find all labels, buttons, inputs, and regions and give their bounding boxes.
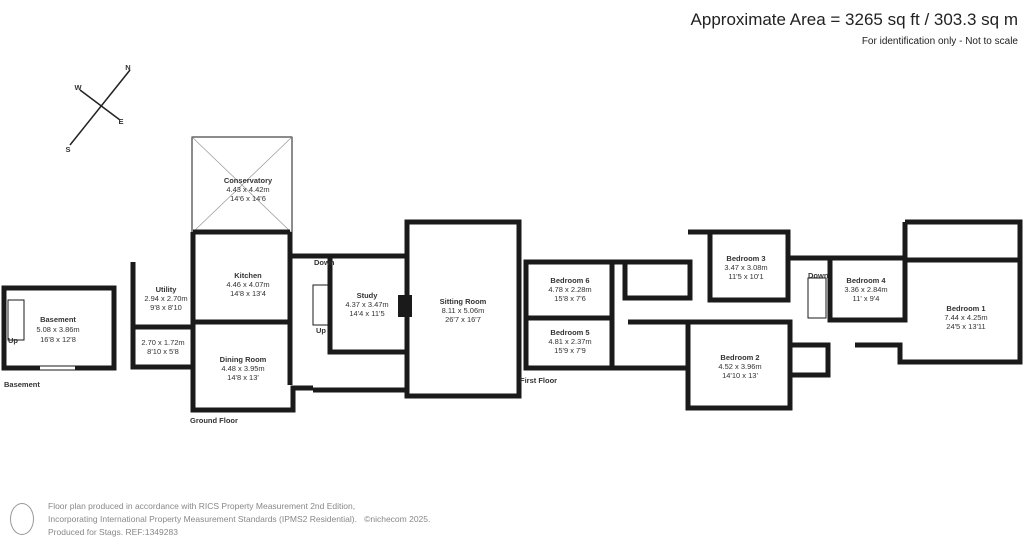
room-label-text: Conservatory xyxy=(224,176,273,185)
room-label-text: 14'10 x 13' xyxy=(722,371,758,380)
room-label-text: 7.44 x 4.25m xyxy=(944,313,987,322)
room-label-text: 4.52 x 3.96m xyxy=(718,362,761,371)
floor-label-basement: Basement xyxy=(4,380,40,389)
room-label-text: Bedroom 6 xyxy=(550,276,589,285)
room-sitting: Sitting Room 8.11 x 5.06m 26'7 x 16'7 xyxy=(440,297,487,324)
room-label-text: 3.36 x 2.84m xyxy=(844,285,887,294)
room-store: 2.70 x 1.72m 8'10 x 5'8 xyxy=(141,338,184,356)
room-label-text: 14'8 x 13' xyxy=(227,373,259,382)
identification-note: For identification only - Not to scale xyxy=(861,36,1018,47)
room-label-text: 16'8 x 12'8 xyxy=(40,335,76,344)
room-bedroom-6: Bedroom 6 4.78 x 2.28m 15'8 x 7'6 xyxy=(548,276,591,303)
room-label-text: 4.48 x 3.95m xyxy=(221,364,264,373)
room-bedroom-1: Bedroom 1 7.44 x 4.25m 24'5 x 13'11 xyxy=(944,304,987,331)
room-label-text: Bedroom 2 xyxy=(720,353,759,362)
room-label-text: Bedroom 4 xyxy=(846,276,886,285)
room-label-text: 11' x 9'4 xyxy=(853,294,880,303)
basement-stairs-up: Up xyxy=(8,336,18,345)
room-label-text: Basement xyxy=(40,315,76,324)
room-basement: Basement 5.08 x 3.86m 16'8 x 12'8 xyxy=(36,315,79,344)
room-label-text: 8'10 x 5'8 xyxy=(147,347,179,356)
room-label-text: 2.94 x 2.70m xyxy=(144,294,187,303)
room-label-text: 3.47 x 3.08m xyxy=(724,263,767,272)
room-bedroom-4: Bedroom 4 3.36 x 2.84m 11' x 9'4 xyxy=(844,276,887,303)
footer-line-2: Incorporating International Property Mea… xyxy=(48,514,431,524)
room-label-text: 14'8 x 13'4 xyxy=(230,289,266,298)
room-label-text: 14'6 x 14'6 xyxy=(230,194,266,203)
room-label-text: 26'7 x 16'7 xyxy=(445,315,481,324)
room-label-text: Dining Room xyxy=(220,355,267,364)
room-kitchen: Kitchen 4.46 x 4.07m 14'8 x 13'4 xyxy=(226,271,269,298)
compass-s: S xyxy=(65,145,70,154)
ground-stairs-down: Down xyxy=(314,258,335,267)
room-bedroom-2: Bedroom 2 4.52 x 3.96m 14'10 x 13' xyxy=(718,353,761,380)
room-label-text: 9'8 x 8'10 xyxy=(150,303,182,312)
room-bedroom-5: Bedroom 5 4.81 x 2.37m 15'9 x 7'9 xyxy=(548,328,591,355)
person-icon xyxy=(10,503,34,535)
room-label-text: 15'9 x 7'9 xyxy=(554,346,586,355)
basement-plan: Up xyxy=(1,285,117,371)
compass-icon: N E S W xyxy=(65,63,130,154)
room-label-text: 2.70 x 1.72m xyxy=(141,338,184,347)
compass-w: W xyxy=(74,83,82,92)
brand-logo: ©nichecom 2025. xyxy=(364,514,431,524)
room-label-text: Sitting Room xyxy=(440,297,487,306)
room-label-text: Bedroom 5 xyxy=(550,328,589,337)
room-label-text: Utility xyxy=(156,285,178,294)
approximate-area: Approximate Area = 3265 sq ft / 303.3 sq… xyxy=(690,10,1018,29)
room-label-text: Study xyxy=(357,291,379,300)
room-label-text: 15'8 x 7'6 xyxy=(554,294,586,303)
room-label-text: 5.08 x 3.86m xyxy=(36,325,79,334)
ground-stairs-up: Up xyxy=(316,326,326,335)
room-bedroom-3: Bedroom 3 3.47 x 3.08m 11'5 x 10'1 xyxy=(724,254,767,281)
floor-label-ground: Ground Floor xyxy=(190,416,238,425)
first-stairs-down: Down xyxy=(808,271,829,280)
room-label-text: 4.78 x 2.28m xyxy=(548,285,591,294)
room-conservatory: Conservatory 4.43 x 4.42m 14'6 x 14'6 xyxy=(224,176,273,203)
room-study: Study 4.37 x 3.47m 14'4 x 11'5 xyxy=(345,291,388,318)
room-label-text: 4.46 x 4.07m xyxy=(226,280,269,289)
room-label-text: 4.43 x 4.42m xyxy=(226,185,269,194)
ground-floor-plan: Down Up xyxy=(130,136,522,413)
footer-notes: Floor plan produced in accordance with R… xyxy=(48,500,430,539)
room-label-text: Bedroom 1 xyxy=(946,304,985,313)
first-floor-plan: Down xyxy=(523,219,1023,411)
room-label-text: 8.11 x 5.06m xyxy=(442,306,485,315)
room-utility: Utility 2.94 x 2.70m 9'8 x 8'10 xyxy=(144,285,187,312)
room-dining: Dining Room 4.48 x 3.95m 14'8 x 13' xyxy=(220,355,267,382)
room-label-text: 11'5 x 10'1 xyxy=(728,272,763,281)
footer-line-3: Produced for Stags. REF:1349283 xyxy=(48,527,178,537)
room-label-text: 4.37 x 3.47m xyxy=(345,300,388,309)
room-label-text: Kitchen xyxy=(234,271,262,280)
footer-line-1: Floor plan produced in accordance with R… xyxy=(48,501,356,511)
floor-label-first: First Floor xyxy=(520,376,557,385)
room-label-text: 4.81 x 2.37m xyxy=(548,337,591,346)
room-label-text: Bedroom 3 xyxy=(726,254,765,263)
room-label-text: 14'4 x 11'5 xyxy=(349,309,384,318)
room-label-text: 24'5 x 13'11 xyxy=(946,322,985,331)
compass-n: N xyxy=(125,63,130,72)
compass-e: E xyxy=(118,117,123,126)
